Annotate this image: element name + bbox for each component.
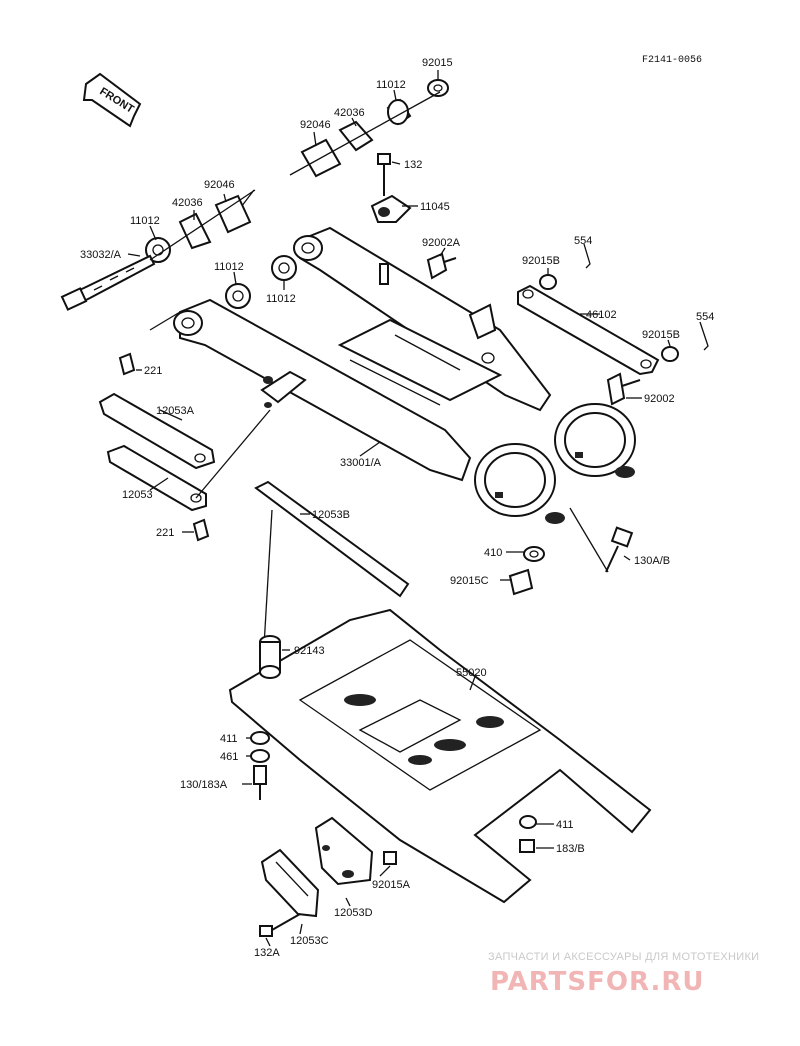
- label-12053c: 12053C: [290, 935, 329, 947]
- label-411-left: 411: [220, 733, 238, 745]
- watermark-logo: PARTSFOR.RU: [490, 967, 704, 997]
- label-410: 410: [484, 547, 502, 559]
- watermark-tagline: ЗАПЧАСТИ И АКСЕССУАРЫ ДЛЯ МОТОТЕХНИКИ: [488, 951, 759, 963]
- bracket-12053-drawing: [98, 352, 271, 542]
- label-92015b-right: 92015B: [642, 329, 680, 341]
- label-12053d: 12053D: [334, 907, 373, 919]
- label-183b: 183/B: [556, 843, 585, 855]
- swing-arm-drawing: [149, 189, 636, 524]
- bolt-132-drawing: [370, 153, 412, 223]
- label-11012-left: 11012: [130, 215, 160, 227]
- label-92002a: 92002A: [422, 237, 461, 249]
- label-92046-left: 92046: [204, 179, 235, 191]
- label-92143: 92143: [294, 645, 325, 657]
- label-130-183a: 130/183A: [180, 779, 228, 791]
- label-33001a: 33001/A: [340, 457, 382, 469]
- bushings-mid-drawing: [225, 255, 297, 309]
- label-92015-top: 92015: [422, 57, 453, 69]
- watermark: ЗАПЧАСТИ И АКСЕССУАРЫ ДЛЯ МОТОТЕХНИКИ PA…: [488, 951, 759, 997]
- reference-code: F2141-0056: [642, 55, 702, 66]
- axle-bolt-drawing: [508, 507, 634, 596]
- label-221-top: 221: [144, 365, 162, 377]
- label-33032a: 33032/A: [80, 249, 122, 261]
- label-11012-mid: 11012: [214, 261, 244, 273]
- label-46102: 46102: [586, 309, 617, 321]
- label-12053b: 12053B: [312, 509, 350, 521]
- label-92015b-top: 92015B: [522, 255, 560, 267]
- label-92046-top: 92046: [300, 119, 331, 131]
- front-arrow-icon: FRONT: [82, 72, 142, 128]
- label-92002: 92002: [644, 393, 675, 405]
- label-554-top: 554: [574, 235, 592, 247]
- label-411-right: 411: [556, 819, 574, 831]
- label-221-bottom: 221: [156, 527, 174, 539]
- label-11012-top: 11012: [376, 79, 406, 91]
- leader-lines: [127, 70, 671, 947]
- skid-plate-drawing: [228, 608, 652, 904]
- label-42036-top: 42036: [334, 107, 365, 119]
- label-130ab: 130A/B: [634, 555, 670, 567]
- label-11045: 11045: [420, 201, 450, 213]
- label-12053: 12053: [122, 489, 153, 501]
- plates-12053c-d-drawing: [259, 816, 397, 937]
- label-461: 461: [220, 751, 238, 763]
- label-12053a: 12053A: [156, 405, 195, 417]
- part-labels: 92015 11012 42036 92046 132 11045 92046 …: [80, 57, 714, 959]
- label-92015c: 92015C: [450, 575, 489, 587]
- label-55020: 55020: [456, 667, 487, 679]
- label-92015a: 92015A: [372, 879, 411, 891]
- bushings-upper-drawing: [289, 79, 449, 178]
- label-132: 132: [404, 159, 422, 171]
- lower-right-fasteners-drawing: [519, 815, 537, 853]
- label-554-right: 554: [696, 311, 714, 323]
- bushings-left-drawing: [60, 189, 256, 311]
- label-42036-left: 42036: [172, 197, 203, 209]
- label-132a: 132A: [254, 947, 280, 959]
- label-11012-lower: 11012: [266, 293, 296, 305]
- lower-left-fasteners-drawing: [250, 731, 270, 800]
